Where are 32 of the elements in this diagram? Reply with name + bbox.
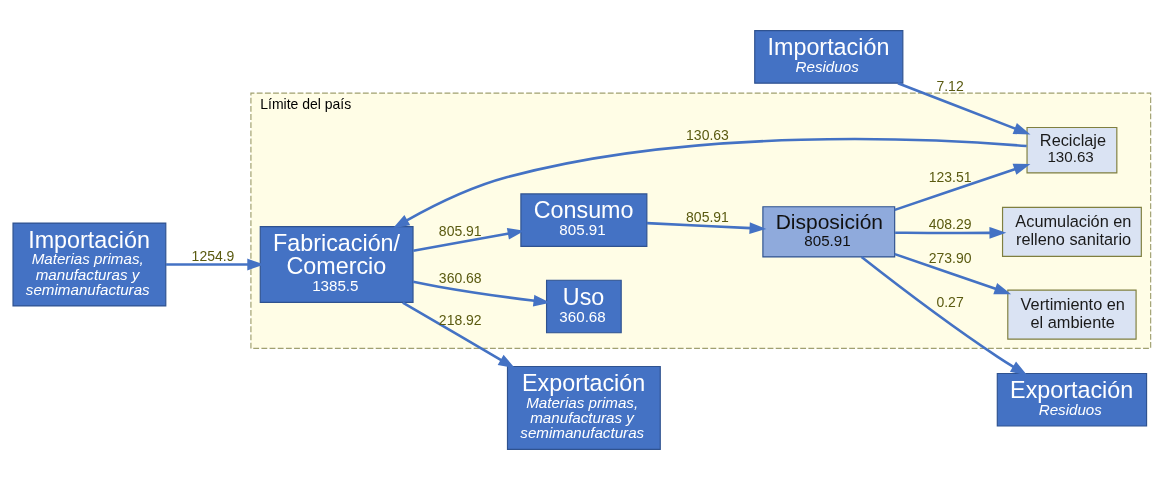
edge-label: 130.63	[686, 126, 729, 143]
arrow	[412, 279, 551, 307]
arrow	[646, 221, 767, 234]
node-box: Acumulación en relleno sanitario	[1001, 206, 1142, 257]
node-box: Uso 360.68	[545, 279, 622, 333]
node-box: Vertimiento en el ambiente	[1007, 289, 1137, 340]
node-box: Importación Residuos	[754, 29, 904, 84]
node-box: Reciclaje 130.63	[1026, 126, 1118, 174]
edge-label: 218.92	[438, 311, 482, 328]
node-box: Fabricación/ Comercio 1385.5	[259, 225, 414, 303]
edge-label: 805.91	[686, 208, 729, 225]
edge-label: 273.90	[928, 249, 972, 266]
node-box: Disposición 805.91	[762, 205, 896, 257]
edge-label: 7.12	[936, 77, 964, 94]
edge-label: 123.51	[928, 168, 972, 185]
arrow	[895, 226, 1007, 239]
arrow	[860, 255, 1028, 375]
edge-label: 805.91	[438, 222, 482, 239]
arrow	[894, 163, 1031, 211]
node-box: Importación Materias primas, manufacturas y semimanufacturas	[12, 222, 167, 306]
edge-label: 360.68	[438, 269, 482, 286]
arrow	[402, 300, 516, 368]
arrow	[413, 227, 525, 252]
edge-label: 1254.9	[191, 247, 235, 264]
arrow	[897, 81, 1031, 135]
node-box: Exportación Materias primas, manufacturas y semimanufacturas	[506, 365, 661, 450]
arrow	[894, 252, 1012, 294]
node-box: Exportación Residuos	[996, 372, 1148, 427]
edge-label: 0.27	[936, 293, 964, 310]
arrow	[392, 137, 1027, 228]
edge-label: 408.29	[928, 215, 972, 232]
node-box: Consumo 805.91	[520, 192, 648, 247]
